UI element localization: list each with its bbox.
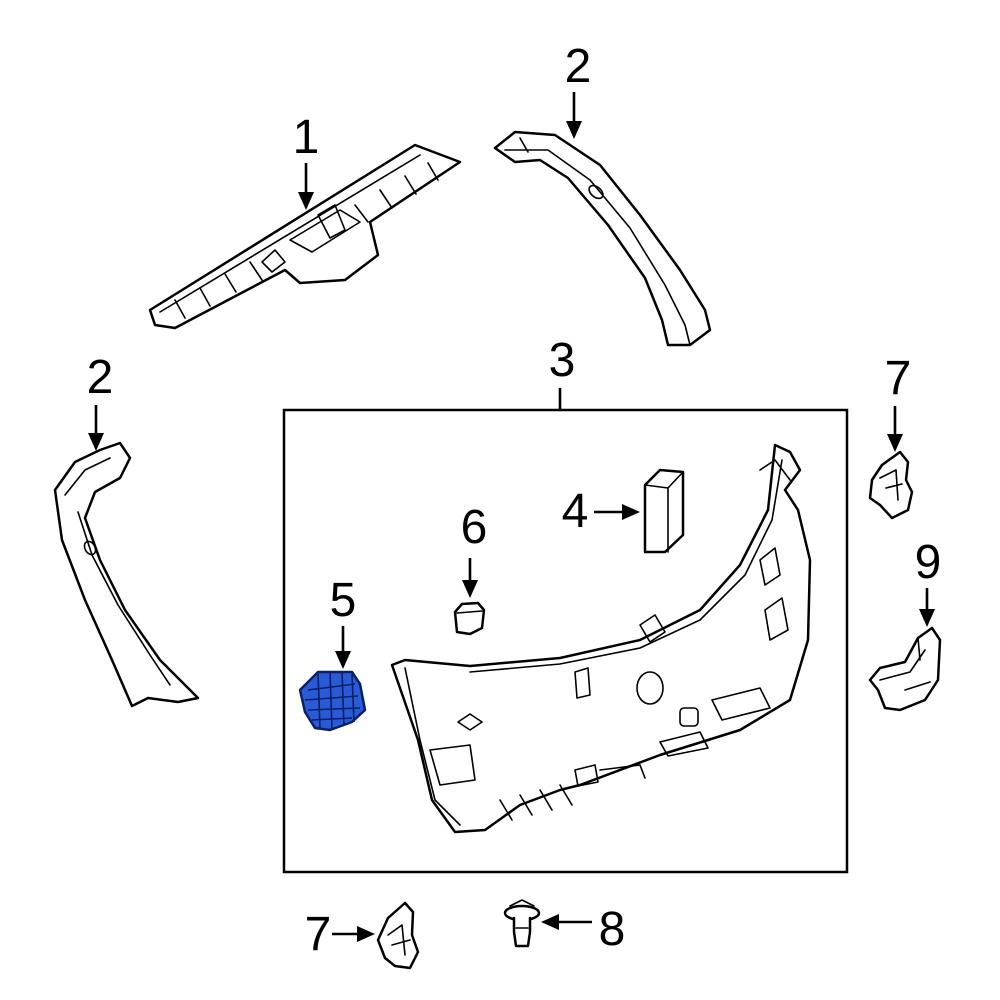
callout-3: 3 [549,334,576,410]
part-4-pad[interactable] [643,468,685,554]
callout-9: 9 [915,536,942,627]
part-6-plug[interactable] [453,601,486,636]
part-9-bracket[interactable] [868,626,942,712]
callout-5: 5 [330,574,357,669]
part-5-cover-highlighted[interactable] [298,670,367,732]
callout-7a-label: 7 [885,352,912,405]
callout-7b: 7 [305,908,375,961]
callout-8-label: 8 [599,903,626,956]
callout-1: 1 [293,111,320,210]
callout-6-label: 6 [461,501,488,554]
callout-4-label: 4 [562,485,589,538]
part-2-left-pillar-trim[interactable] [53,441,200,708]
callout-2a: 2 [565,40,592,139]
part-2-right-pillar-trim[interactable] [493,130,712,347]
callout-2b-label: 2 [87,351,114,404]
part-3-liftgate-trim-panel[interactable] [390,443,812,834]
part-7-clip-right[interactable] [868,450,914,520]
callout-6: 6 [461,501,488,598]
callout-2b: 2 [87,351,114,451]
part-8-push-pin[interactable] [503,899,541,948]
part-7-clip-bottom[interactable] [376,901,420,970]
callout-9-label: 9 [915,536,942,589]
assembly-3-frame [282,408,849,874]
callout-1-label: 1 [293,111,320,164]
callout-8: 8 [541,903,625,956]
callout-3-label: 3 [549,334,576,387]
callout-4: 4 [562,485,640,538]
callout-2a-label: 2 [565,40,592,93]
callout-7b-label: 7 [305,908,332,961]
callout-5-label: 5 [330,574,357,627]
part-1-upper-trim-panel[interactable] [148,143,462,330]
callout-7a: 7 [885,352,912,452]
